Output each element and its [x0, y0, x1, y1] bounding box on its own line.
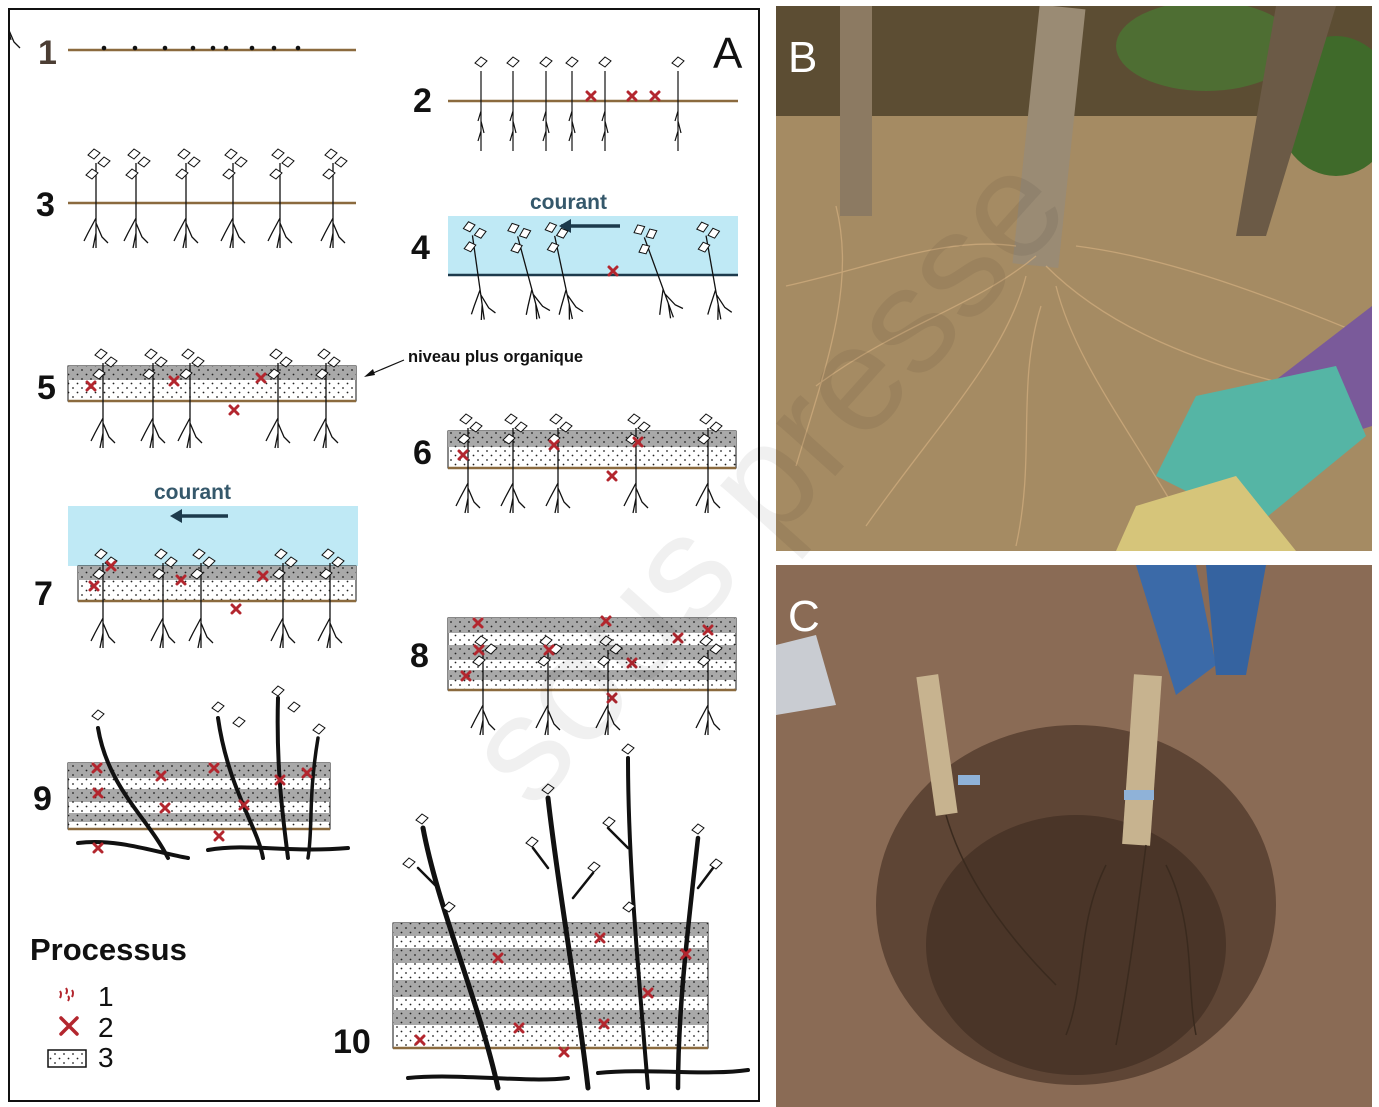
- legend-title: Processus: [30, 932, 187, 967]
- legend-item-3-label: 3: [98, 1042, 114, 1073]
- step-label-6: 6: [413, 434, 432, 472]
- step-3-young-plants: [8, 8, 356, 248]
- step-label-9: 9: [33, 780, 52, 818]
- step-7-flood: [68, 506, 358, 648]
- current-label-2: courant: [154, 481, 231, 504]
- step-1-seeds: [68, 45, 356, 52]
- step-9-sediment-layers: [67, 685, 350, 860]
- step-label-4: 4: [411, 229, 430, 267]
- legend-item-1-label: 1: [98, 981, 114, 1012]
- current-arrow-icon: [559, 219, 571, 233]
- step-label-10: 10: [333, 1023, 371, 1061]
- red-cross-icon: [59, 1016, 79, 1036]
- step-4-flood: [448, 216, 738, 322]
- step-label-8: 8: [410, 637, 429, 675]
- red-dashes-icon: [59, 987, 74, 1002]
- step-5-organic-level: [67, 349, 405, 448]
- photo-c: C: [776, 565, 1372, 1107]
- step-label-3: 3: [36, 186, 55, 224]
- photo-b-letter: B: [788, 33, 818, 82]
- panel-a-diagram: A 1 2 3 4 5 6 7 8 9 10: [8, 8, 760, 1102]
- step-6-sediment-layers: [447, 414, 737, 513]
- photo-b: B: [776, 6, 1372, 551]
- step-10-mature-shrubs: [392, 743, 750, 1091]
- photo-c-letter: C: [788, 592, 820, 641]
- legend: Processus 1 2 3: [30, 932, 187, 1073]
- step-label-5: 5: [37, 369, 56, 407]
- step-8-sediment-layers: [447, 615, 737, 735]
- organic-level-label: niveau plus organique: [408, 348, 583, 366]
- step-label-2: 2: [413, 82, 432, 120]
- legend-item-2-label: 2: [98, 1012, 114, 1043]
- current-label-1: courant: [530, 191, 607, 214]
- panel-a-letter: A: [713, 29, 743, 78]
- dotted-sediment-box-icon: [47, 1049, 87, 1068]
- current-arrow-icon: [170, 509, 182, 523]
- step-label-1: 1: [38, 34, 57, 72]
- step-2-germination: [8, 8, 738, 151]
- pointer-arrow-icon: [364, 369, 375, 377]
- step-label-7: 7: [34, 575, 53, 613]
